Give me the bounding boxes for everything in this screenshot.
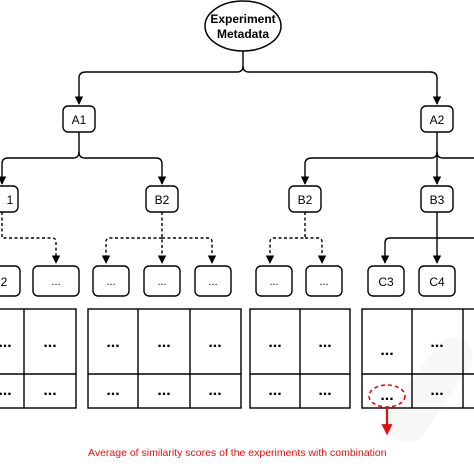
node-l2-right-2: B3 — [420, 185, 454, 213]
node-l2-left-2-label: B2 — [155, 193, 170, 207]
matrix-block-1 — [0, 308, 77, 409]
matrix-cell: ... — [208, 334, 221, 351]
node-l3-g4a: C3 — [367, 265, 405, 297]
node-l2-left-1: 1 — [0, 185, 19, 213]
node-l3-g2b-label: ... — [157, 276, 166, 288]
a-connectors — [0, 132, 474, 185]
matrix-block-2 — [87, 308, 242, 409]
node-l3-g1a: 2 — [0, 265, 21, 297]
matrix-cell: ... — [106, 334, 119, 351]
solid-connectors — [380, 212, 474, 264]
node-l3-g3b: ... — [305, 265, 343, 297]
annotation-text: Average of similarity scores of the expe… — [88, 447, 387, 459]
matrix-block-3 — [249, 308, 351, 409]
matrix-cell: ... — [157, 382, 170, 399]
matrix-cell: ... — [268, 382, 281, 399]
node-a1-label: A1 — [72, 113, 87, 127]
node-l2-right-1-label: B2 — [298, 193, 313, 207]
node-l3-g1b-label: ... — [51, 276, 60, 288]
node-l2-right-2-label: B3 — [430, 193, 445, 207]
root-label-line2: Metadata — [217, 27, 269, 41]
node-l3-g2c-label: ... — [208, 276, 217, 288]
matrix-cell: ... — [43, 382, 56, 399]
highlight-marker — [368, 384, 406, 436]
node-l3-g4a-label: C3 — [378, 275, 394, 289]
root-connectors — [74, 51, 442, 105]
root-label-line1: Experiment — [210, 12, 275, 26]
matrix-cell: ... — [43, 334, 56, 351]
matrix-cell: ... — [430, 334, 443, 351]
node-a1: A1 — [62, 105, 96, 133]
node-l3-g3a: ... — [255, 265, 293, 297]
matrix-cell: ... — [106, 382, 119, 399]
matrix-cell: ... — [208, 382, 221, 399]
node-l3-g1a-label: 2 — [1, 275, 8, 289]
watermark — [387, 337, 473, 443]
node-l3-g4b: C4 — [418, 265, 456, 297]
node-l3-g2c: ... — [194, 265, 232, 297]
node-l3-g2a-label: ... — [106, 276, 115, 288]
root-node: Experiment Metadata — [204, 0, 282, 52]
matrix-cell: ... — [430, 382, 443, 399]
matrix-block-4 — [361, 308, 474, 409]
matrix-cell: ... — [318, 334, 331, 351]
matrix-cell: ... — [268, 334, 281, 351]
matrix-cell: ... — [318, 382, 331, 399]
node-a2: A2 — [420, 105, 454, 133]
matrix-cells: ... ... ... ... ... ... ... ... ... ... … — [0, 334, 444, 404]
node-l3-g1b: ... — [32, 265, 80, 297]
matrix-cell: ... — [157, 334, 170, 351]
node-l3-g4b-label: C4 — [429, 275, 445, 289]
node-l2-right-1: B2 — [288, 185, 322, 213]
node-l3-g3a-label: ... — [269, 276, 278, 288]
matrix-cell: ... — [0, 334, 12, 351]
node-l2-left-1-label: 1 — [7, 193, 14, 207]
node-l3-g2a: ... — [92, 265, 130, 297]
matrix-cell: ... — [380, 342, 393, 359]
dashed-connectors — [1, 212, 327, 264]
node-l3-g3b-label: ... — [319, 276, 328, 288]
node-l2-left-2: B2 — [145, 185, 179, 213]
node-l3-g2b: ... — [143, 265, 181, 297]
node-a2-label: A2 — [430, 113, 445, 127]
matrix-cell: ... — [0, 382, 12, 399]
matrix-cell-highlighted: ... — [380, 387, 393, 404]
